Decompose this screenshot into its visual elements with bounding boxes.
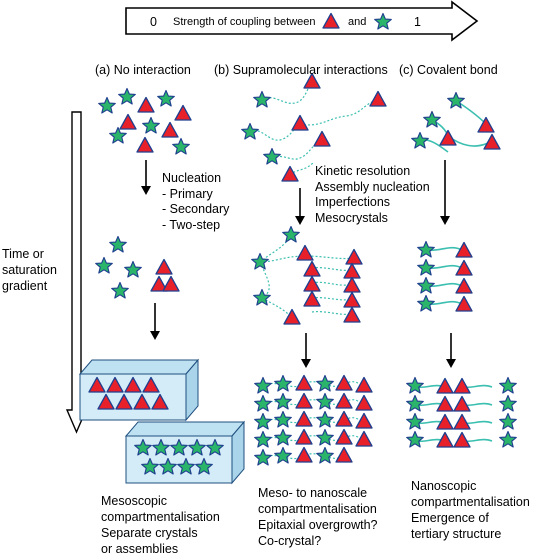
col-a-free-molecules	[98, 87, 192, 155]
col-c-stack	[417, 240, 473, 312]
time-gradient-label: Time or saturation gradient	[2, 247, 57, 293]
col-b-cluster-molecules	[251, 225, 363, 325]
col-b-lattice-molecules	[254, 374, 373, 466]
coupling-scale-arrow	[125, 0, 479, 42]
col-c-lattice	[406, 376, 517, 448]
column-title-c: (c) Covalent bond	[399, 63, 498, 77]
star-crystal-box	[124, 420, 246, 485]
scale-min-label: 0	[150, 15, 157, 29]
column-title-a: (a) No interaction	[95, 63, 191, 77]
scale-max-label: 1	[414, 15, 421, 29]
scale-text: Strength of coupling between	[173, 16, 316, 28]
caption-a: Mesoscopic compartmentalisation Separate…	[101, 494, 220, 556]
nucleation-list: Nucleation - Primary - Secondary - Two-s…	[162, 171, 230, 232]
supramolecular-notes: Kinetic resolution Assembly nucleation I…	[315, 164, 430, 225]
caption-b: Meso- to nanoscale compartmentalisation …	[258, 486, 378, 548]
col-a-nuclei	[95, 235, 180, 299]
time-gradient-arrow	[65, 111, 88, 434]
caption-c: Nanoscopic compartmentalisation Emergenc…	[411, 479, 530, 541]
triangle-crystal-box	[78, 358, 200, 422]
scale-and: and	[348, 16, 367, 28]
column-title-b: (b) Supramolecular interactions	[214, 63, 388, 77]
